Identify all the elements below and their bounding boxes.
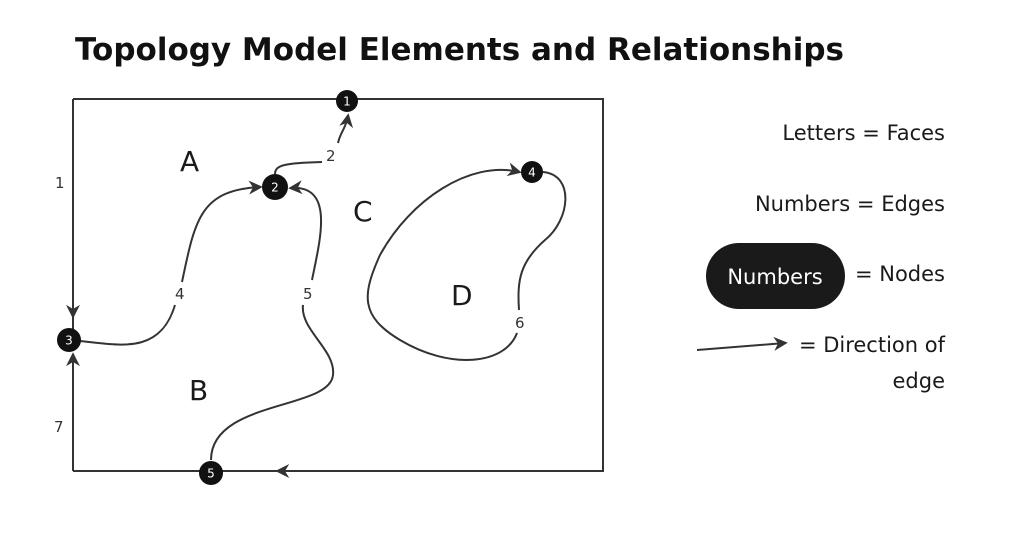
edge-label-4: 4: [175, 285, 185, 303]
edge-label-2: 2: [326, 147, 336, 165]
legend-arrow-icon: [696, 336, 788, 351]
node-2: 2: [262, 174, 288, 200]
edge-6-a: [517, 171, 567, 311]
legend-nodes: = Nodes: [855, 262, 945, 286]
edge-2-b: [337, 113, 354, 144]
face-label-c: C: [353, 195, 373, 228]
node-label-1: 1: [343, 95, 351, 109]
outer-boundary: [73, 98, 604, 472]
node-label-4: 4: [528, 166, 536, 180]
node-label-3: 3: [65, 334, 73, 348]
edge-label-1: 1: [55, 174, 65, 192]
edge-label-7: 7: [54, 418, 64, 436]
face-label-a: A: [180, 145, 199, 178]
edge-label-6: 6: [515, 314, 525, 332]
node-4: 4: [521, 161, 543, 183]
node-3: 3: [57, 328, 81, 352]
legend-node-pill: [706, 243, 845, 309]
node-label-2: 2: [271, 181, 279, 195]
face-label-d: D: [451, 279, 473, 312]
edge-5-a: [210, 304, 335, 461]
edge-4-b: [181, 180, 263, 283]
legend-pill-label: Numbers: [727, 265, 822, 289]
legend-direction-line1: = Direction of: [799, 333, 946, 357]
edge-label-5: 5: [303, 285, 313, 303]
face-label-b: B: [189, 374, 208, 407]
edge-4-a: [79, 304, 176, 346]
edge-6-b: [366, 162, 522, 361]
edge-2-a: [274, 161, 323, 175]
legend-direction-line2: edge: [893, 369, 946, 393]
legend-edges: Numbers = Edges: [755, 192, 945, 216]
diagram-title: Topology Model Elements and Relationship…: [75, 32, 844, 68]
legend-faces: Letters = Faces: [782, 121, 945, 145]
node-label-5: 5: [207, 467, 215, 481]
node-5: 5: [199, 461, 223, 485]
node-1: 1: [336, 90, 358, 112]
edge-5-b: [288, 180, 322, 281]
